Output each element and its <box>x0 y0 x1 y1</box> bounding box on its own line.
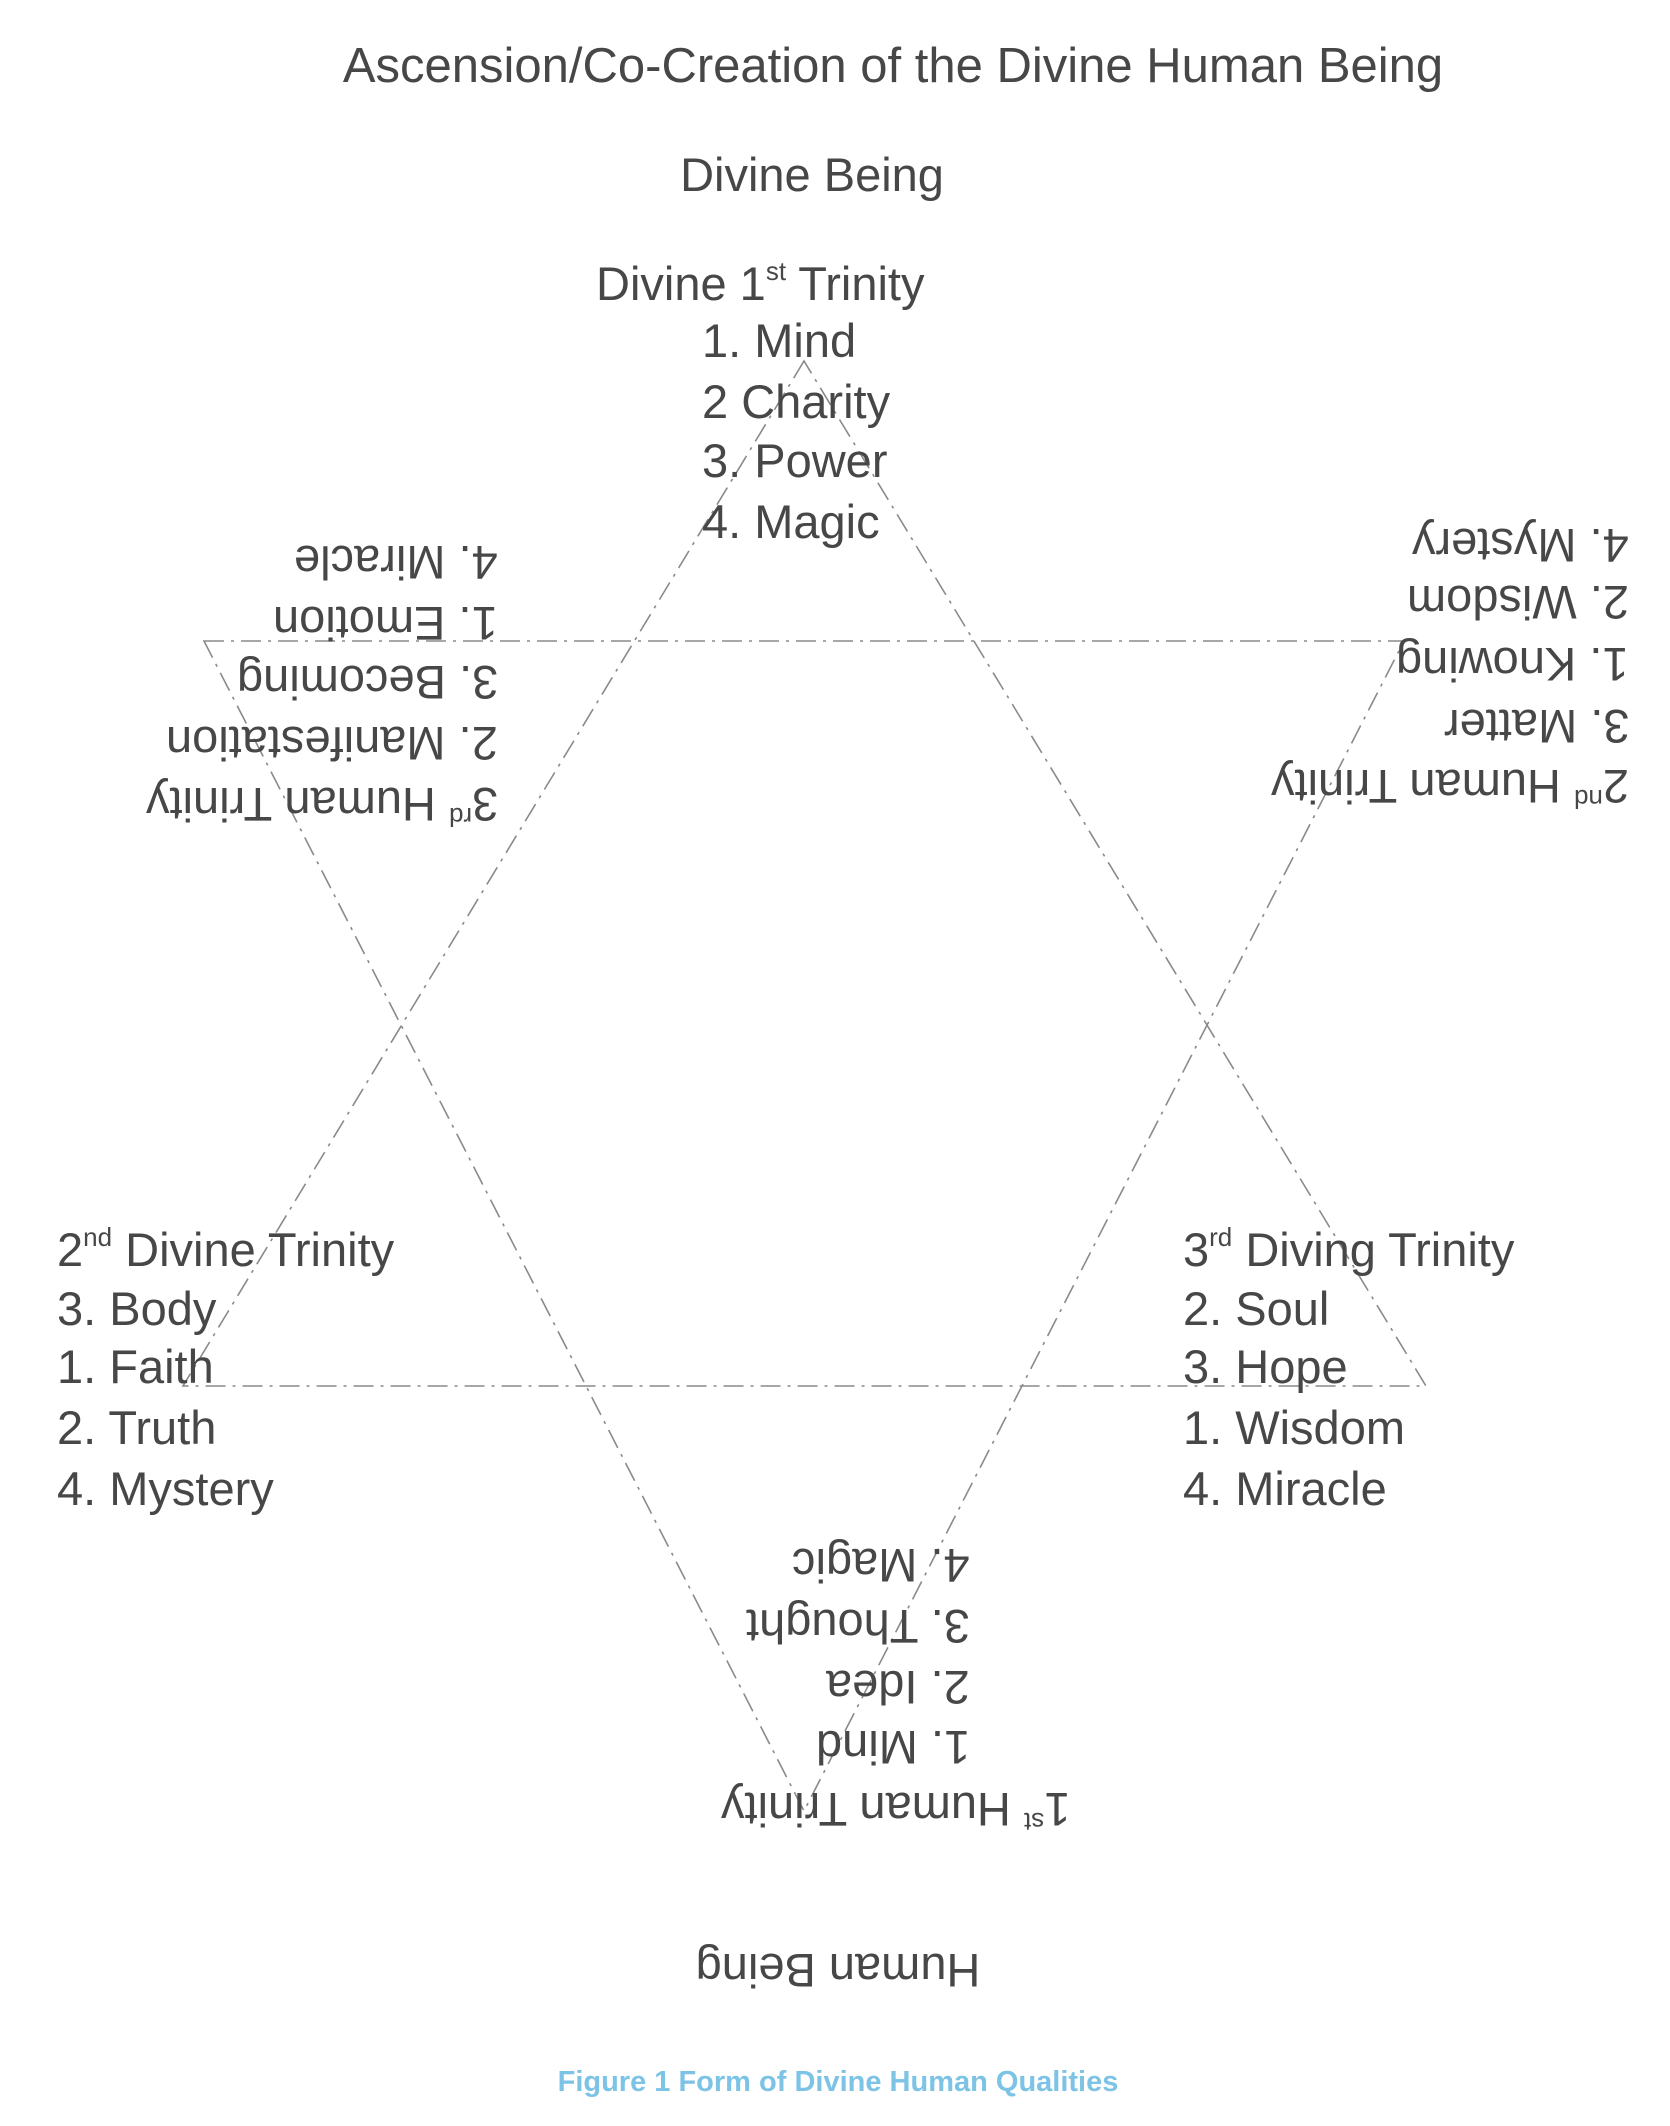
heading-sup: rd <box>448 802 472 832</box>
heading-sup: nd <box>1573 784 1603 814</box>
heading-num: 2 <box>57 1223 84 1276</box>
human-being-label: Human Being <box>695 1944 981 1997</box>
heading-num: 1 <box>739 257 766 310</box>
list-item: 2. Soul <box>1183 1282 1330 1335</box>
list-item: 3. Power <box>702 434 888 487</box>
heading-sup: st <box>765 256 787 286</box>
list-item: 2. Wisdom <box>1407 576 1629 629</box>
list-item: 4. Magic <box>702 495 880 548</box>
list-item: 1. Mind <box>702 314 857 367</box>
list-item: 1. Wisdom <box>1183 1401 1405 1454</box>
divine-1st-trinity-heading: Divine 1st Trinity <box>596 256 924 312</box>
list-item: 2 Charity <box>702 375 891 428</box>
heading-sup: rd <box>1209 1222 1233 1252</box>
heading-num: 1 <box>1043 1783 1070 1836</box>
divine-being-label: Divine Being <box>680 148 944 201</box>
divine-2nd-trinity-heading: 2nd Divine Trinity <box>57 1222 394 1278</box>
heading-rest: Human Trinity <box>720 1783 1024 1836</box>
heading-rest: Diving Trinity <box>1232 1223 1515 1276</box>
upward-triangle <box>181 359 1428 1387</box>
figure-caption: Figure 1 Form of Divine Human Qualities <box>557 2066 1119 2098</box>
human-2nd-trinity-heading: 2nd Human Trinity <box>1271 758 1629 814</box>
list-item: 1. Mind <box>815 1721 970 1774</box>
diagram-title: Ascension/Co-Creation of the Divine Huma… <box>342 39 1444 93</box>
heading-sup: st <box>1023 1807 1044 1837</box>
heading-num: 2 <box>1602 760 1629 813</box>
list-item: 1. Knowing <box>1396 638 1629 691</box>
human-1st-trinity-heading: 1st Human Trinity <box>721 1781 1070 1837</box>
divine-3rd-trinity-heading: 3rd Diving Trinity <box>1183 1222 1514 1278</box>
heading-prefix: Divine <box>596 257 740 310</box>
list-item: 4. Magic <box>792 1539 970 1592</box>
heading-num: 3 <box>1183 1223 1210 1276</box>
list-item: 4. Miracle <box>1183 1462 1387 1515</box>
heading-rest: Divine Trinity <box>112 1223 395 1276</box>
heading-num: 3 <box>471 778 498 831</box>
list-item: 4. Miracle <box>294 536 498 589</box>
human-3rd-trinity-heading: 3rd Human Trinity <box>146 776 498 832</box>
list-item: 1. Faith <box>57 1340 214 1393</box>
list-item: 4. Mystery <box>1412 519 1629 572</box>
list-item: 3. Body <box>57 1282 217 1335</box>
heading-sup: nd <box>83 1222 113 1252</box>
downward-triangle <box>202 640 1406 1813</box>
heading-rest: Trinity <box>786 257 925 310</box>
list-item: 2. Idea <box>826 1661 970 1714</box>
list-item: 3. Becoming <box>236 656 498 709</box>
list-item: 4. Mystery <box>57 1462 274 1515</box>
heading-rest: Human Trinity <box>1270 760 1574 813</box>
list-item: 2. Truth <box>57 1401 217 1454</box>
list-item: 3. Hope <box>1183 1340 1348 1393</box>
list-item: 1. Emotion <box>273 597 498 650</box>
list-item: 3. Thought <box>746 1600 970 1653</box>
heading-rest: Human Trinity <box>145 778 449 831</box>
list-item: 2. Manifestation <box>166 717 498 770</box>
list-item: 3. Matter <box>1443 700 1629 753</box>
